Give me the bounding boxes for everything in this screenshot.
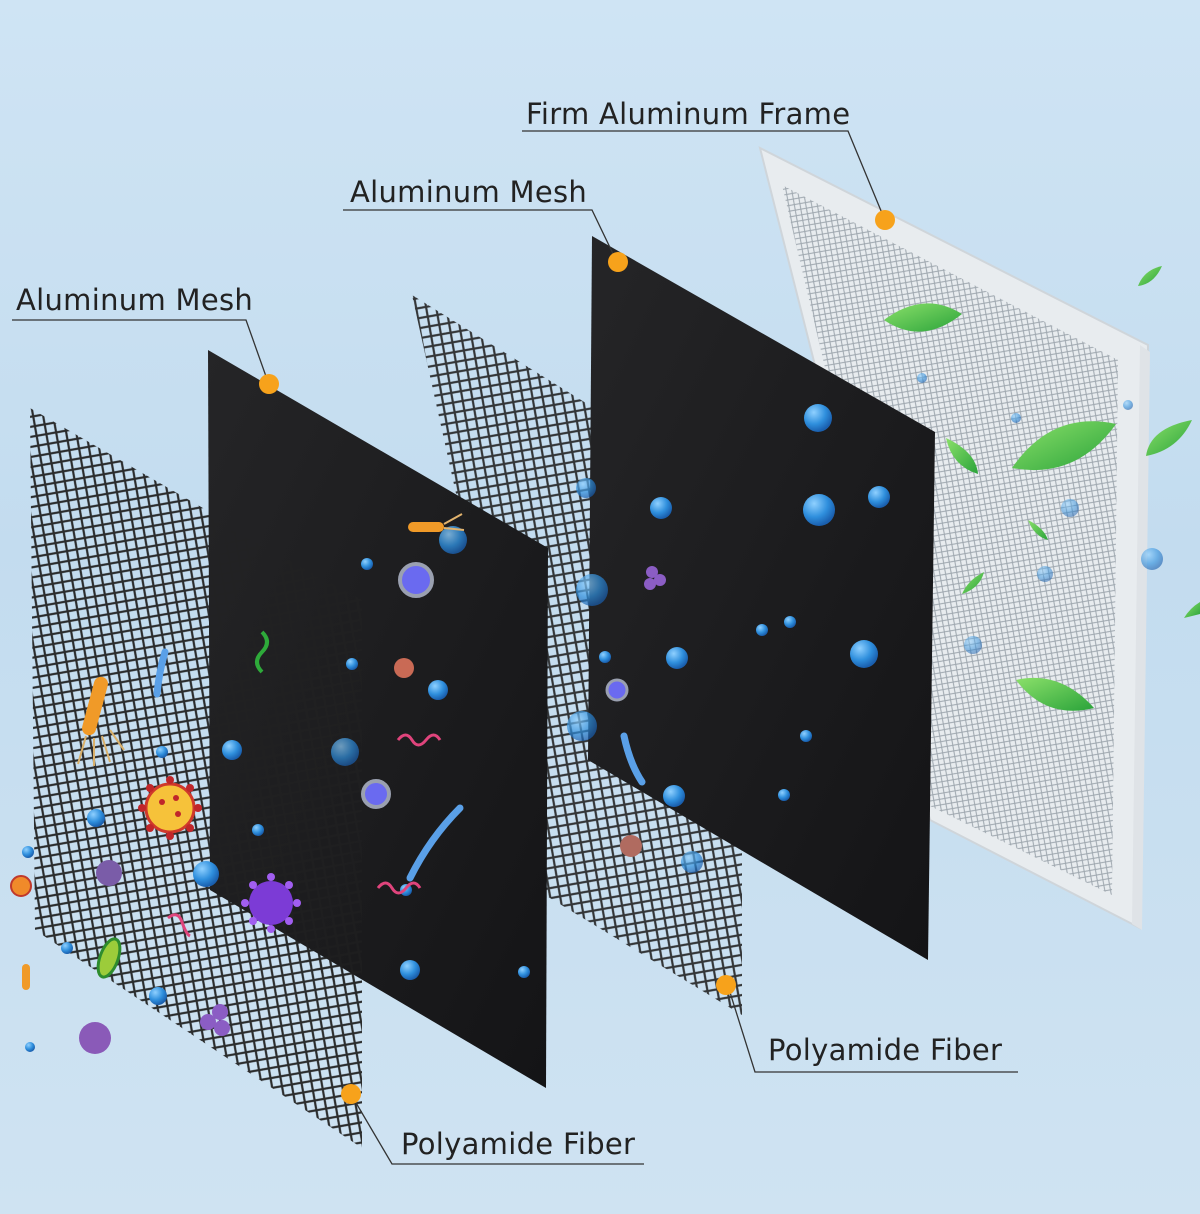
bacteria-icon	[22, 513, 465, 990]
virus-icon	[605, 678, 629, 702]
virus-icon	[138, 776, 202, 840]
virus-icon	[620, 835, 642, 857]
mesh-overlay-front	[210, 518, 362, 1000]
dust-particles	[22, 373, 1163, 1052]
bacteria-icon	[153, 648, 646, 882]
leaf-icon	[962, 572, 984, 594]
marker-dot	[608, 252, 628, 272]
virus-icon	[241, 873, 301, 933]
leaf-icon	[1138, 266, 1162, 286]
leaf-icon	[1184, 602, 1200, 618]
marker-dot	[259, 374, 279, 394]
leaves	[884, 266, 1200, 711]
label-aluminum-mesh-back: Aluminum Mesh	[350, 175, 588, 209]
microbes	[10, 513, 666, 1054]
leaf-icon	[1016, 677, 1094, 711]
cluster-icon	[200, 566, 666, 1036]
label-polyamide-fiber-front: Polyamide Fiber	[401, 1127, 636, 1161]
leaf-icon	[1146, 420, 1192, 456]
germ-icon	[96, 630, 269, 979]
spore-icon	[79, 1022, 111, 1054]
aluminum-mesh-panel-back	[588, 236, 935, 960]
marker-dot	[875, 210, 895, 230]
leaf-icon	[884, 303, 962, 332]
aluminum-frame-panel	[758, 146, 1150, 930]
virus-icon	[398, 562, 434, 598]
marker-dot	[716, 975, 736, 995]
callout-lines	[12, 130, 1018, 1165]
leaf-icon	[1028, 520, 1048, 540]
virus-icon	[394, 658, 414, 678]
label-firm-aluminum-frame: Firm Aluminum Frame	[526, 97, 851, 131]
leaf-icon	[946, 438, 978, 474]
marker-dot	[341, 1084, 361, 1104]
virus-icon	[10, 875, 32, 897]
spore-icon	[96, 860, 122, 886]
label-polyamide-fiber-back: Polyamide Fiber	[768, 1033, 1003, 1067]
virus-icon	[361, 779, 391, 809]
germ-icon	[167, 733, 442, 938]
callout-markers	[259, 210, 895, 1104]
label-aluminum-mesh-front: Aluminum Mesh	[16, 283, 254, 317]
leaf-icon	[1012, 421, 1116, 471]
